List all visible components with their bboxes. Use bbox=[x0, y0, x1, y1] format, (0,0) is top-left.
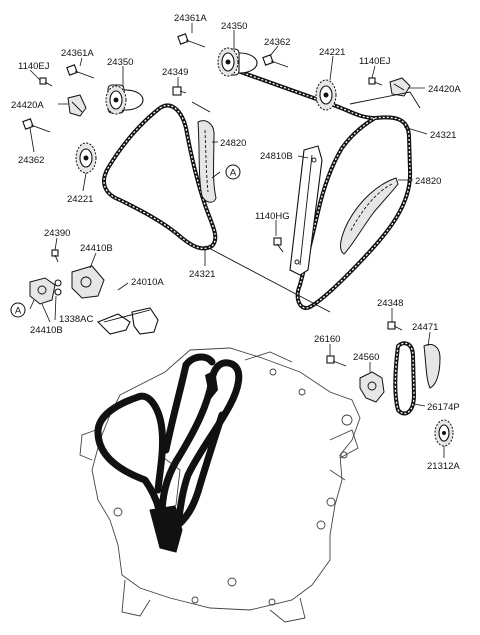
label-24390: 24390 bbox=[44, 228, 70, 239]
tensioner-24560 bbox=[359, 371, 385, 403]
label-24820-right: 24820 bbox=[415, 176, 441, 187]
leader-wedge-right bbox=[349, 91, 421, 109]
label-24321-left: 24321 bbox=[189, 269, 215, 280]
right-timing-chain bbox=[234, 68, 413, 310]
tensioner-24420A-right bbox=[389, 77, 411, 97]
label-24410B-bottom: 24410B bbox=[30, 325, 63, 336]
marker-a-left: A bbox=[10, 302, 26, 318]
label-24221-right: 24221 bbox=[319, 47, 345, 58]
bolt-24362-right bbox=[262, 54, 289, 68]
cam-sprocket-24221-left bbox=[75, 142, 97, 174]
label-24471: 24471 bbox=[412, 322, 438, 333]
chain-guide-24820-right bbox=[340, 177, 399, 255]
label-24420A-left: 24420A bbox=[11, 100, 44, 111]
cam-sprocket-24221-right bbox=[315, 79, 337, 111]
bolt-1140EJ-right bbox=[368, 77, 383, 86]
oil-pump-chain bbox=[393, 341, 416, 416]
label-1140HG: 1140HG bbox=[255, 211, 290, 222]
label-24010A: 24010A bbox=[131, 277, 164, 288]
label-1140EJ-right: 1140EJ bbox=[359, 56, 391, 67]
tensioner-24420A-left bbox=[67, 94, 87, 117]
label-24361A-top: 24361A bbox=[174, 13, 207, 24]
bolt-24348 bbox=[387, 321, 403, 331]
chain-guide-24810B bbox=[289, 145, 323, 276]
tensioner-assembly-left bbox=[29, 249, 159, 335]
label-24410B-top: 24410B bbox=[80, 243, 113, 254]
svg-text:A: A bbox=[15, 306, 22, 317]
label-24350-top: 24350 bbox=[221, 21, 247, 32]
chain-guide-24820-left bbox=[197, 120, 217, 203]
label-24560: 24560 bbox=[353, 352, 379, 363]
marker-a-right: A bbox=[225, 164, 241, 180]
part-labels: 24361A 24350 24362 24221 1140EJ 24420A 2… bbox=[11, 13, 461, 472]
guide-24471 bbox=[423, 344, 441, 389]
label-24420A-right: 24420A bbox=[428, 84, 461, 95]
cam-sprocket-24350-top bbox=[217, 47, 258, 77]
label-1338AC: 1338AC bbox=[59, 314, 93, 325]
engine-block-outline bbox=[79, 347, 361, 623]
label-24350-left: 24350 bbox=[107, 57, 133, 68]
left-timing-chain bbox=[102, 103, 218, 251]
bolt-24361A-left bbox=[66, 64, 95, 79]
label-24810B: 24810B bbox=[260, 151, 293, 162]
bolt-1140HG bbox=[273, 237, 284, 253]
label-24349: 24349 bbox=[162, 67, 188, 78]
label-24362-left: 24362 bbox=[18, 155, 44, 166]
label-24348: 24348 bbox=[377, 298, 403, 309]
svg-text:A: A bbox=[230, 168, 237, 179]
label-24221-left: 24221 bbox=[67, 194, 93, 205]
bolt-26160 bbox=[326, 355, 347, 367]
label-1140EJ-left: 1140EJ bbox=[18, 61, 50, 72]
engine-timing-chain bbox=[94, 353, 243, 553]
label-24362-right: 24362 bbox=[264, 37, 290, 48]
label-21312A: 21312A bbox=[427, 461, 460, 472]
sprocket-21312A bbox=[434, 419, 454, 447]
bolt-24361A-top bbox=[177, 33, 206, 48]
cam-sprocket-24350-left bbox=[105, 84, 144, 115]
label-26160: 26160 bbox=[314, 334, 340, 345]
leader-24349-link bbox=[191, 101, 211, 113]
label-24321-right: 24321 bbox=[430, 130, 456, 141]
leader-diagonal-chain bbox=[204, 245, 331, 313]
leader-lines bbox=[29, 23, 445, 458]
bolt-24349 bbox=[172, 86, 187, 96]
label-24361A-left: 24361A bbox=[61, 48, 94, 59]
label-26174P: 26174P bbox=[427, 402, 460, 413]
bolt-1140EJ-left bbox=[39, 77, 53, 87]
bolt-24362-left bbox=[22, 118, 51, 133]
label-24820-left: 24820 bbox=[220, 138, 246, 149]
